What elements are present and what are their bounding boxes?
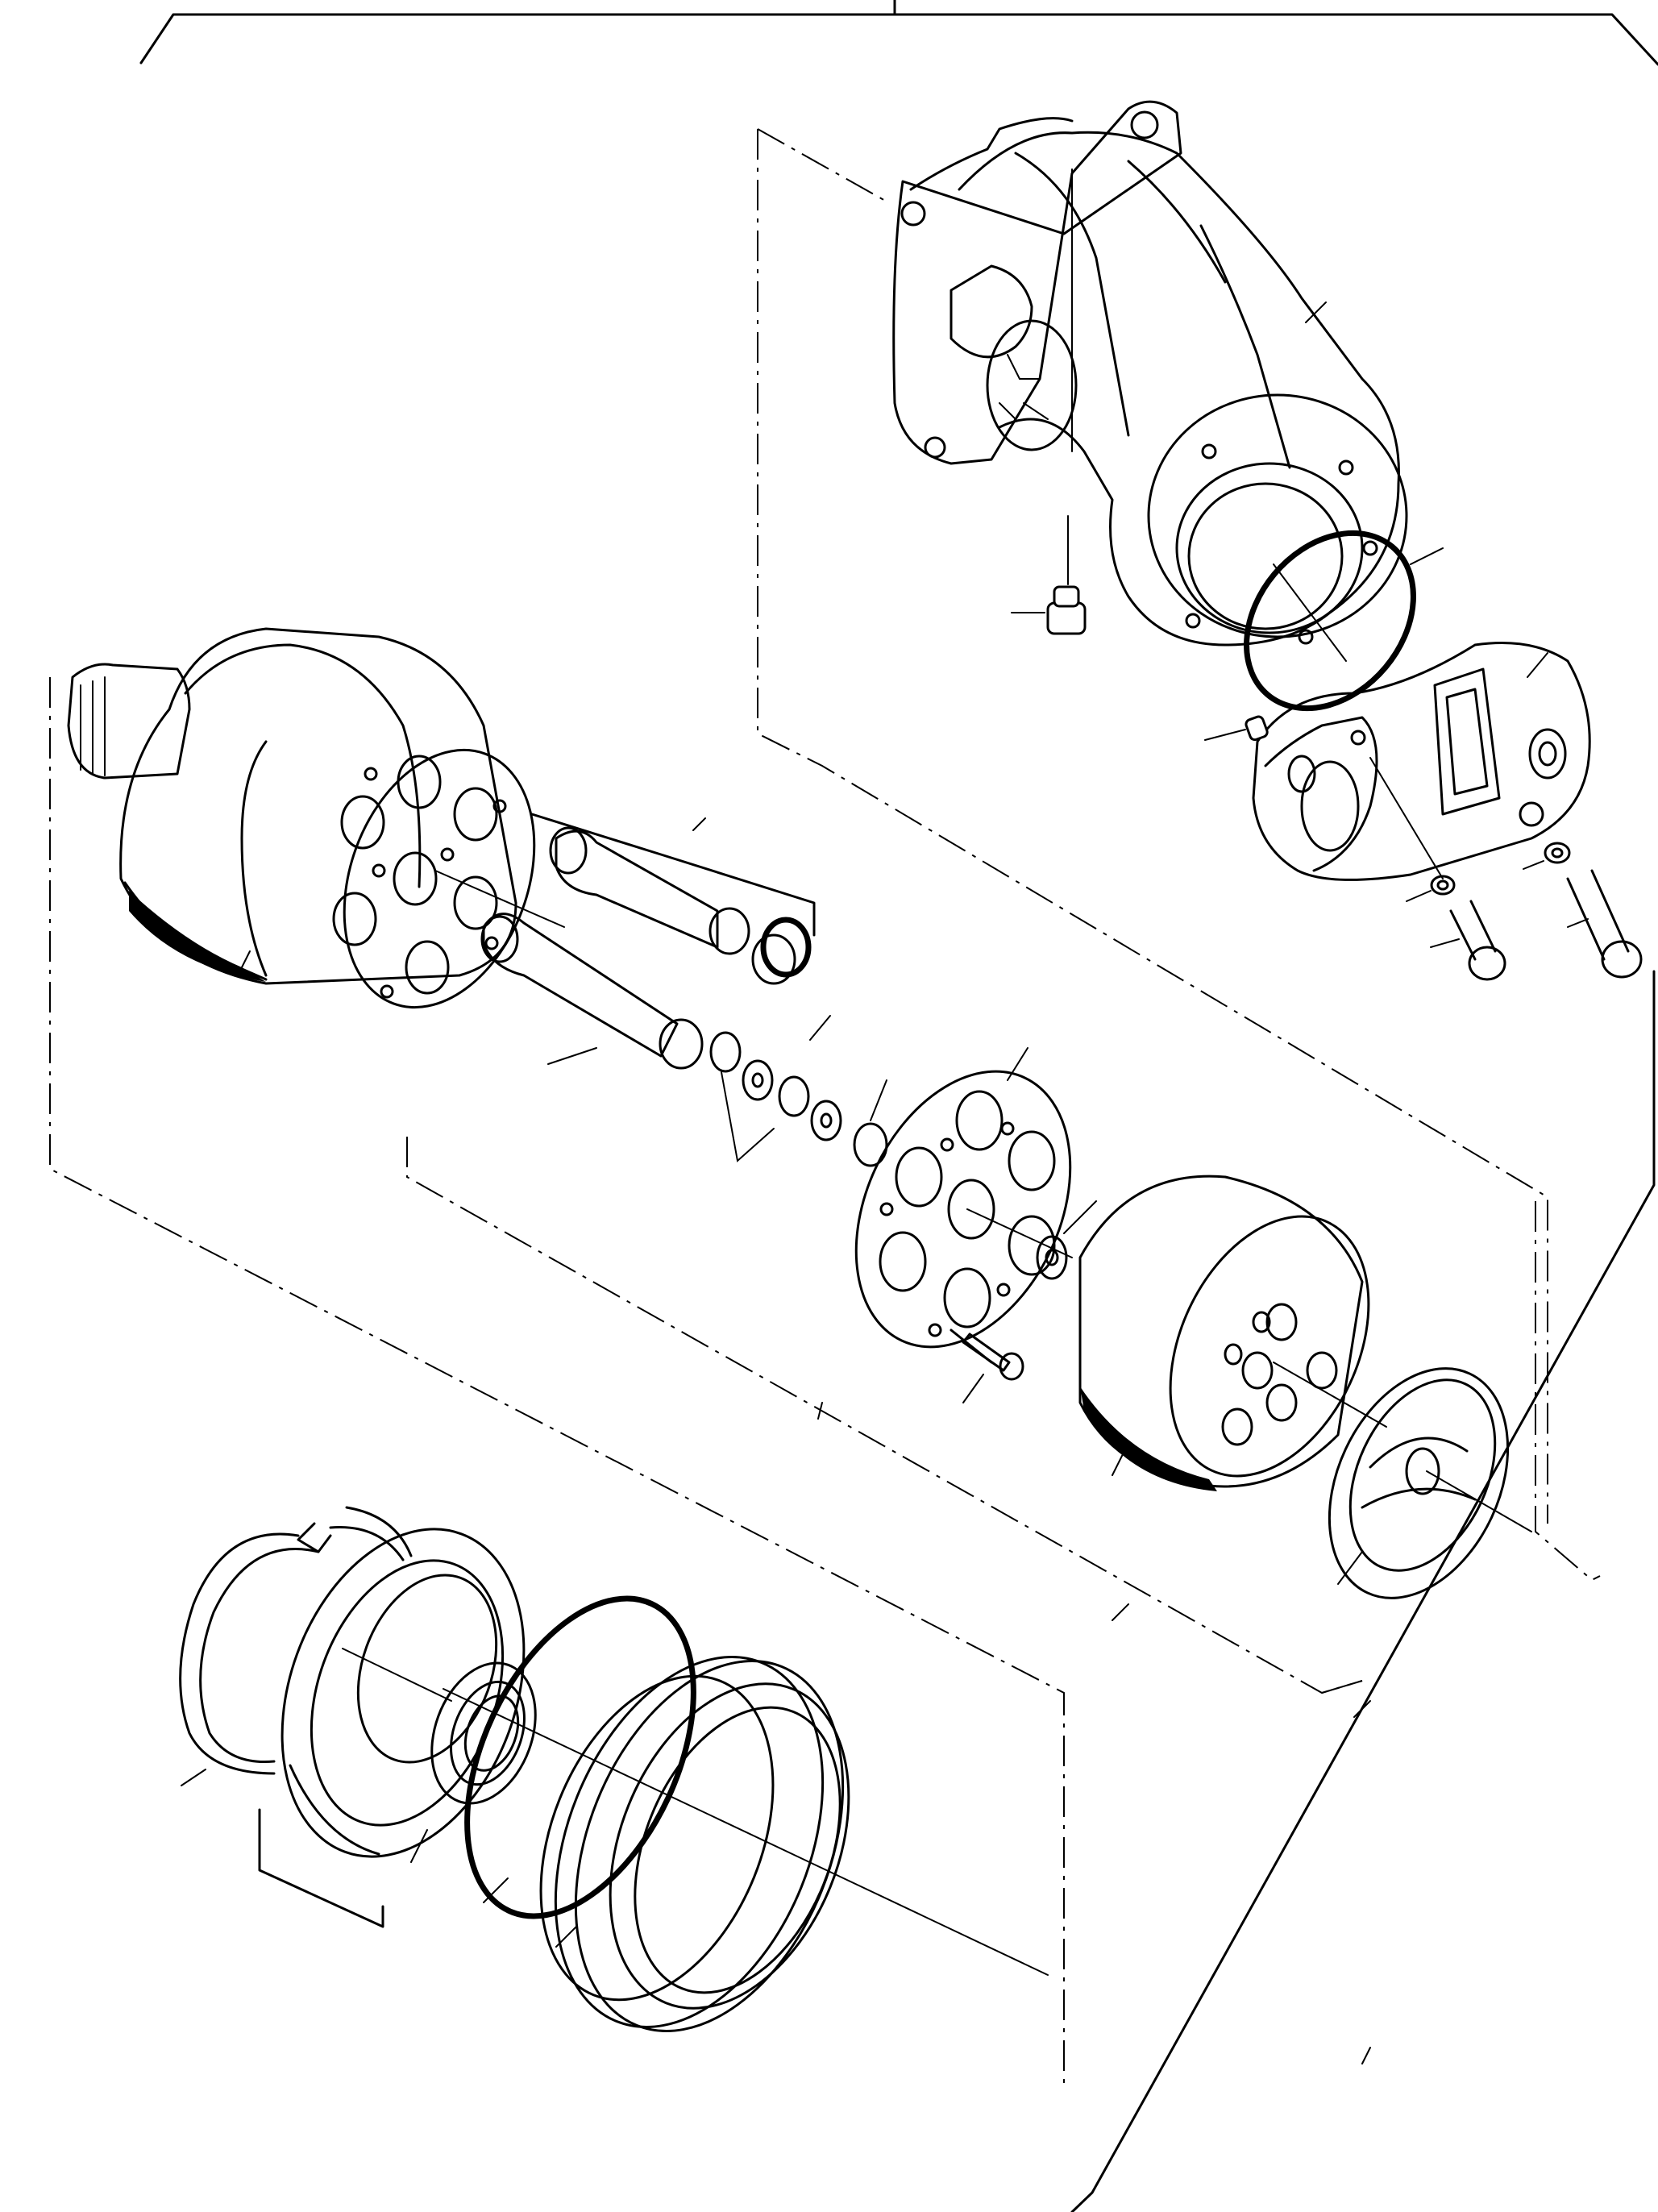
shaft-seal xyxy=(430,1661,537,1805)
bracket-seal-parts xyxy=(258,1808,384,1928)
motor-housing xyxy=(892,100,1408,662)
retainer-plate xyxy=(854,1047,1073,1349)
bracket-shaft-assembly xyxy=(49,677,1065,2088)
group-brackets xyxy=(49,128,1601,2088)
housing-plug xyxy=(1011,515,1087,635)
flange-bolt-hole xyxy=(1130,110,1159,139)
retainer-washers xyxy=(1036,1200,1097,1280)
housing-o-ring xyxy=(1244,530,1444,712)
bracket-valve-plate xyxy=(406,1137,1363,1694)
housing-rear-face xyxy=(1147,393,1408,638)
bracket-upper-housing xyxy=(757,129,1548,1524)
retainer-screw xyxy=(950,1328,1024,1403)
flange-bolt-hole xyxy=(900,201,926,227)
callout-leaders xyxy=(241,301,1371,2064)
piston-rods xyxy=(480,826,812,1070)
housing-port xyxy=(950,264,1033,359)
shaft-end-cover xyxy=(443,1655,1049,2033)
bearing-housing xyxy=(119,627,517,985)
flange-bolt-hole xyxy=(924,436,946,459)
port-end-cover xyxy=(1252,642,1591,881)
page-frame xyxy=(139,0,1658,2212)
housing-mounting-flange xyxy=(892,100,1182,465)
piston-upper xyxy=(555,830,719,949)
splined-shaft xyxy=(67,663,191,780)
bracket-cover-plate xyxy=(1535,1201,1601,1582)
control-lens xyxy=(1328,1367,1532,1599)
housing-seal-o-ring xyxy=(464,1595,696,1919)
spring-washers xyxy=(709,1031,888,1167)
locating-pin xyxy=(1204,715,1269,742)
cap-screw-set xyxy=(1406,842,1643,981)
piston-lower xyxy=(482,913,679,1058)
cylinder-barrel xyxy=(1078,1175,1387,1491)
housing-body xyxy=(958,131,1400,647)
snap-ring xyxy=(179,1506,413,1786)
bracket-pistons xyxy=(530,813,816,937)
drive-shaft-bearing-assembly xyxy=(67,627,565,1009)
